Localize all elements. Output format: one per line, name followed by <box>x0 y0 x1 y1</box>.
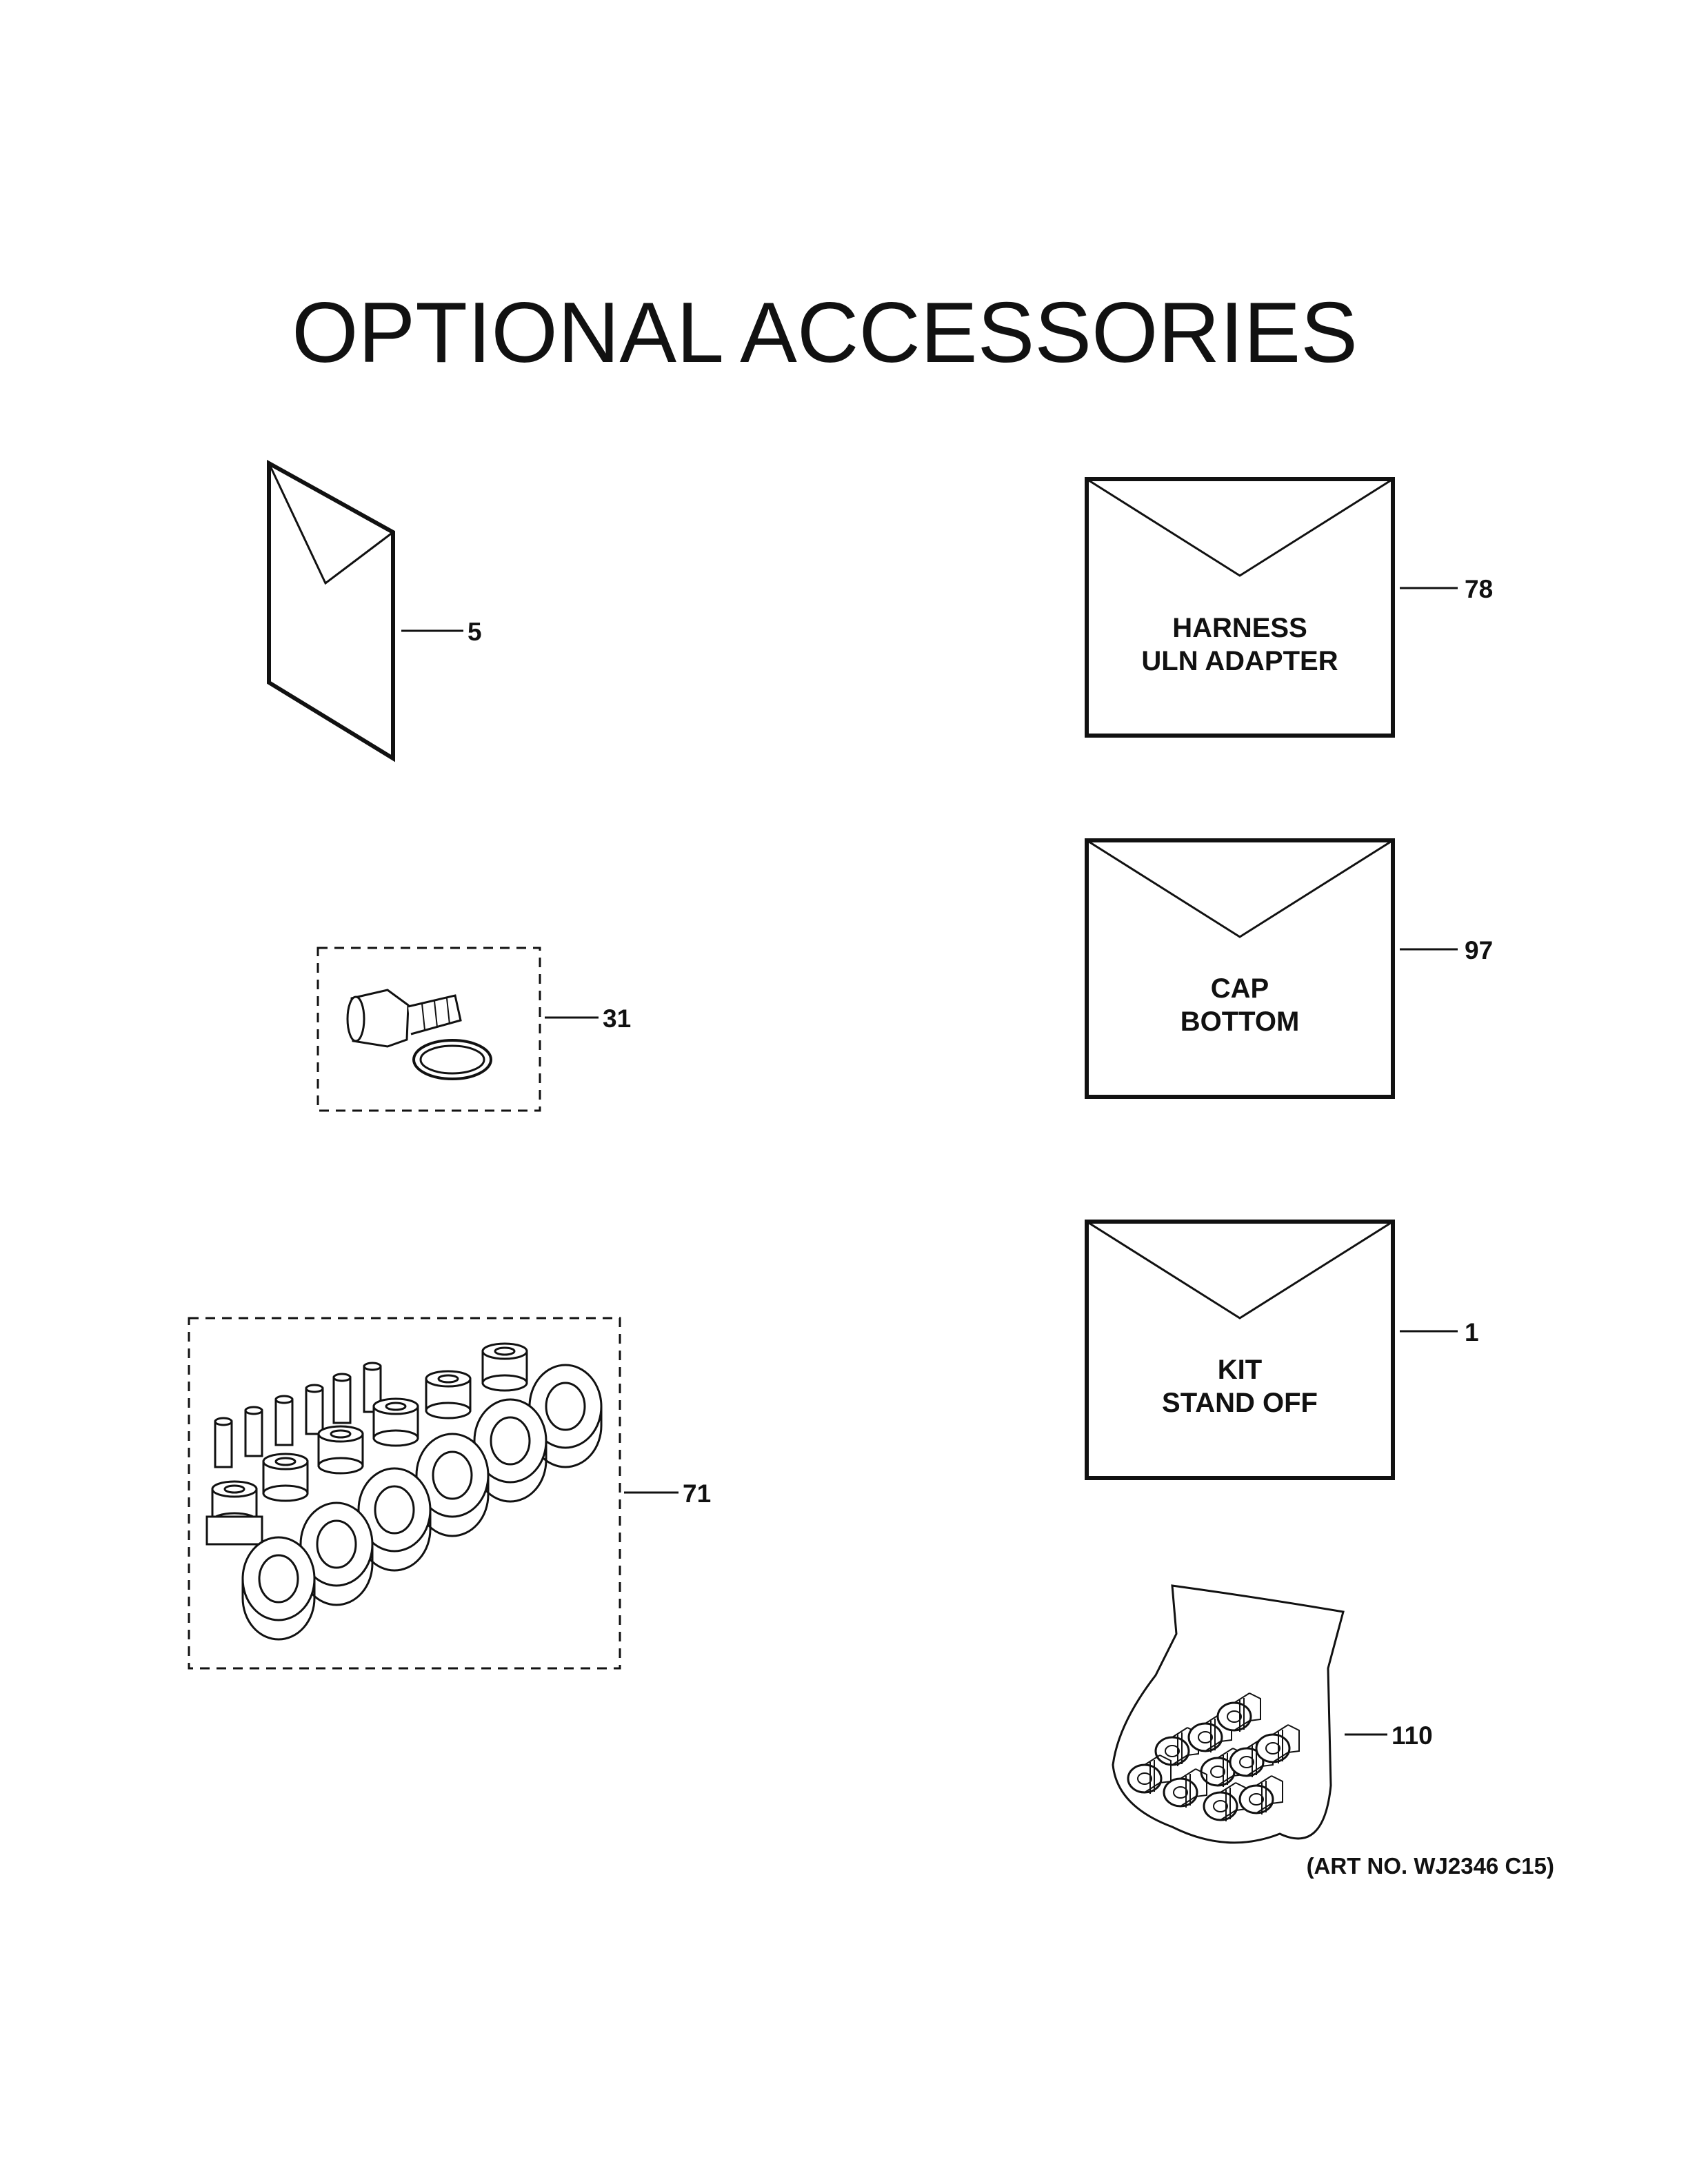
bushing-set-illustration <box>188 1317 679 1670</box>
page-title: OPTIONAL ACCESSORIES <box>292 285 1358 381</box>
screw-bag-illustration <box>1112 1584 1387 1844</box>
part-number-5: 5 <box>468 618 482 646</box>
envelope-label-line-2: BOTTOM <box>1180 1007 1300 1037</box>
envelope-label-line-2: ULN ADAPTER <box>1141 646 1338 676</box>
part-number-110: 110 <box>1391 1721 1433 1750</box>
fitting-kit-illustration <box>316 947 599 1112</box>
envelope-label-line-1: HARNESS <box>1172 613 1307 643</box>
part-number-97: 97 <box>1465 936 1493 964</box>
art-number: (ART NO. WJ2346 C15) <box>1307 1853 1554 1879</box>
part-number-78: 78 <box>1465 575 1493 603</box>
envelope-kit-stand-off <box>1085 1220 1458 1480</box>
part-number-1: 1 <box>1465 1318 1479 1346</box>
part-number-31: 31 <box>603 1004 631 1033</box>
envelope-label-line-1: KIT <box>1218 1355 1262 1385</box>
envelope-cap-bottom <box>1085 838 1458 1099</box>
part-number-71: 71 <box>683 1479 711 1508</box>
envelope-label-line-2: STAND OFF <box>1162 1388 1318 1418</box>
envelope-harness-uln-adapter <box>1085 477 1458 738</box>
envelope-label-line-1: CAP <box>1211 973 1269 1004</box>
manual-illustration <box>267 459 463 762</box>
